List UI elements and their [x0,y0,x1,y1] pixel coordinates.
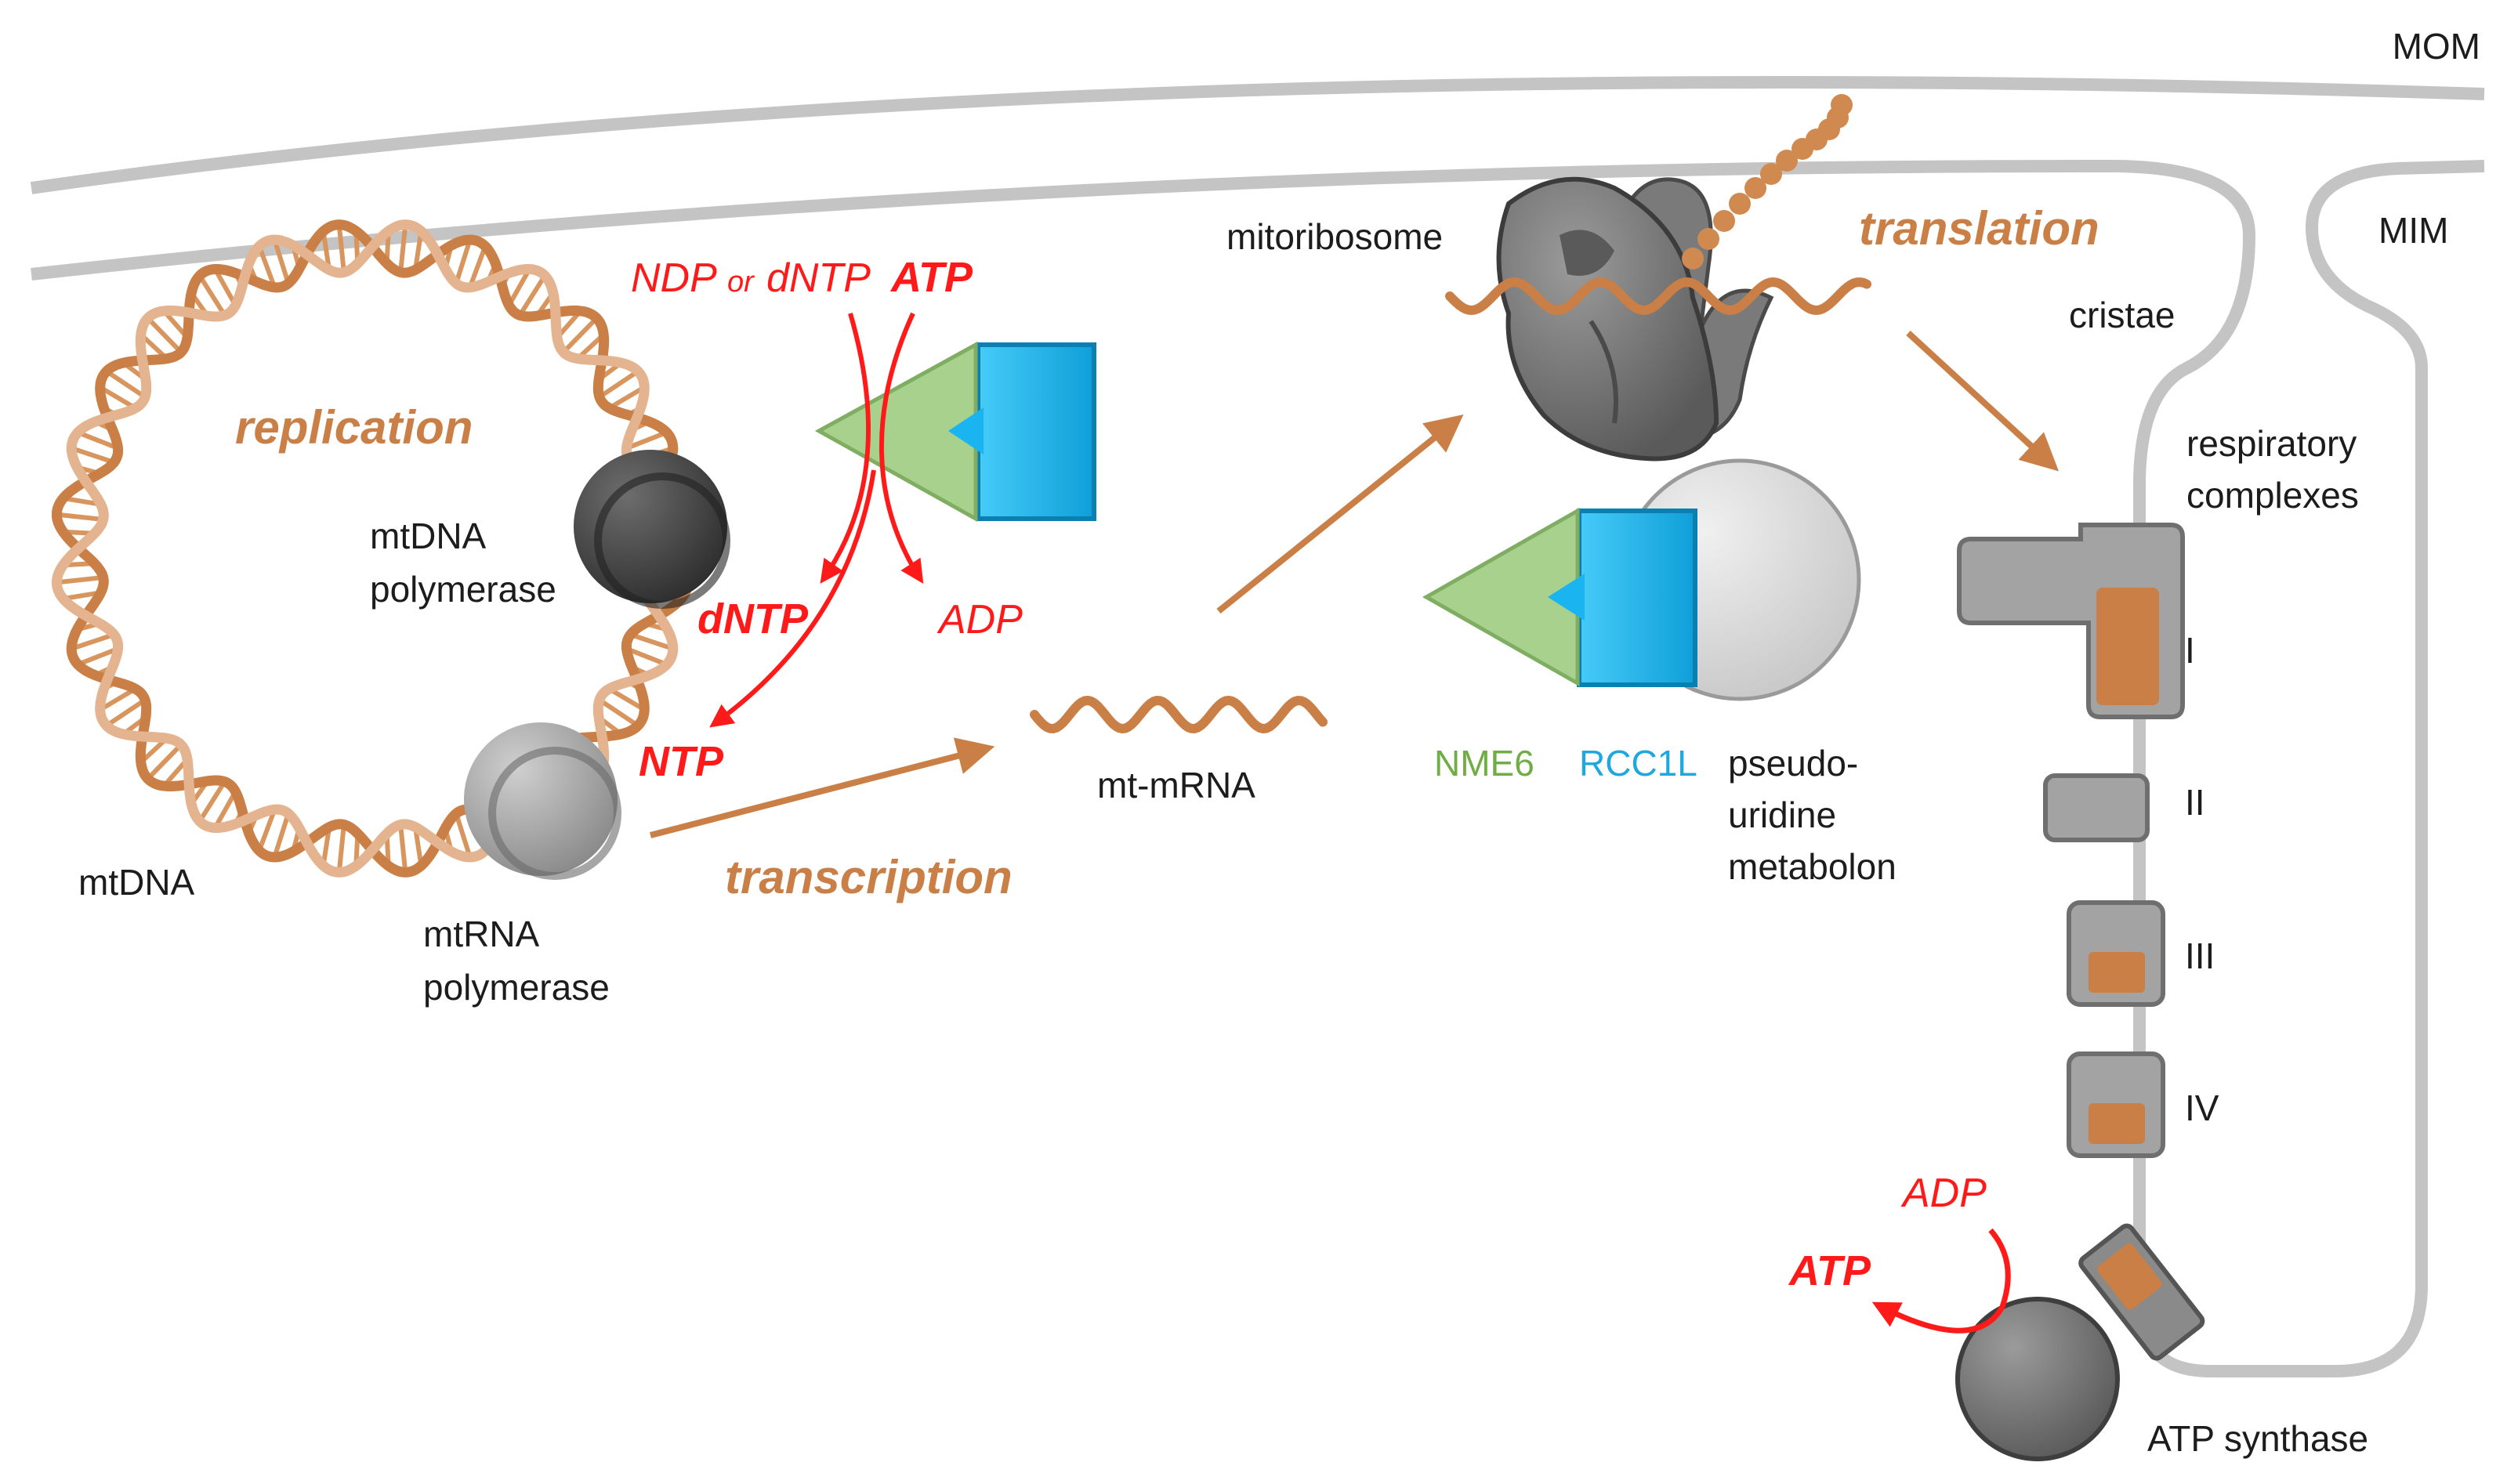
complex-I-label: I [2185,630,2195,671]
dna-rung [607,686,646,712]
dna-rung [336,824,346,873]
bead-chain-icon [1682,94,1853,270]
dna-rung [398,224,408,273]
transcription-label: transcription [725,851,1013,903]
nucleotide-reaction-arrows [709,312,924,728]
rcc1l-label: RCC1L [1579,743,1697,784]
respiratory-complexes-label-1: respiratory [2186,423,2357,464]
peptide-bead [1713,210,1735,232]
ribosome-mrna-icon [1445,277,1871,316]
dna-rung [77,430,119,451]
dna-rung [197,780,227,823]
adp-out-label: ADP [937,597,1023,642]
complex-III-icon [2067,900,2165,1007]
peptide-bead [1831,94,1853,116]
dna-rung [256,245,277,288]
dna-rung [625,430,668,451]
complex-III-label: III [2185,936,2215,976]
nme6-rcc1l-complex-upper [814,341,1096,523]
cristae-label: cristae [2069,295,2175,335]
translation-label: translation [1859,202,2099,255]
dna-rung [212,790,238,829]
dna-rung [454,239,473,284]
atp-in-label: ATP [889,254,973,301]
mitoribosome-icon [1496,176,1774,461]
mtdna-polymerase-label-2: polymerase [370,569,556,610]
complex-I-icon [1957,523,2185,719]
process-arrows [650,331,2060,838]
mtdna-polymerase-icon [574,450,730,609]
nme6-label: NME6 [1434,743,1534,784]
atp-synthase-icon [1955,1223,2205,1461]
mt-mrna-label: mt-mRNA [1097,765,1255,805]
dna-rung [197,274,227,317]
pseudouridine-label-3: metabolon [1728,846,1897,887]
mtrna-polymerase-label-1: mtRNA [423,914,540,954]
peptide-bead [1744,177,1766,199]
dna-rung [454,813,473,858]
dna-rung [598,369,639,400]
dna-rung [71,446,115,465]
dna-rung [146,316,183,354]
pseudouridine-label-2: uridine [1728,794,1836,835]
mt-mrna-icon [1030,695,1328,734]
ndp-label: NDP [631,255,717,301]
peptide-bead [1729,193,1751,215]
dna-rung [561,316,599,354]
ntp-out-label: NTP [639,738,724,785]
dna-rung [212,268,238,307]
dna-rung [105,697,147,728]
peptide-bead [1697,228,1719,250]
mtrna-polymerase-icon [464,722,621,880]
dna-rung [506,268,532,307]
dna-rung [56,512,104,522]
inner-membrane [31,159,2485,1377]
complex-IV-icon [2067,1051,2165,1158]
dna-rung [99,385,137,411]
dna-rung [272,239,291,284]
dna-rung [105,369,147,400]
mtdna-polymerase-label-1: mtDNA [370,516,487,556]
pseudouridine-label-1: pseudo- [1728,743,1858,784]
dna-rung [625,646,668,667]
complex-II-icon [2043,773,2150,842]
dna-rung [77,646,119,667]
peptide-bead [1760,163,1782,185]
dna-rung [629,632,674,651]
dna-rung [607,385,646,411]
dna-rung [598,697,639,728]
dna-rung [71,632,115,651]
complex-II-label: II [2185,782,2205,823]
dna-rung [272,813,291,858]
peptide-bead [1776,150,1798,172]
replication-label: replication [235,401,473,454]
atp-synthase-arrow [1871,1228,2011,1334]
dna-rung [99,686,137,712]
dna-rung [146,743,183,781]
dna-rung [467,245,488,288]
dna-rung [56,575,104,585]
dntp-in-label: dNTP [766,255,871,301]
peptide-bead [1682,248,1704,270]
mtrna-polymerase-label-2: polymerase [423,967,610,1008]
mitoribosome-label: mitoribosome [1226,216,1443,257]
synthase-adp-label: ADP [1900,1171,1987,1216]
mom-label: MOM [2393,26,2480,67]
or-label: or [727,266,755,299]
mtdna-label: mtDNA [78,862,195,903]
dna-rung [336,224,346,273]
dna-rung [256,809,277,852]
outer-membrane [30,76,2485,194]
complex-IV-label: IV [2185,1088,2219,1128]
dna-rung [398,824,408,873]
dntp-out-label: dNTP [697,595,809,642]
atp-synthase-label: ATP synthase [2147,1418,2368,1459]
dna-rung [517,274,547,317]
respiratory-complexes-label-2: complexes [2186,475,2359,516]
mim-label: MIM [2378,210,2448,251]
synthase-atp-label: ATP [1788,1247,1871,1294]
pseudouridine-metabolon-icon [1422,458,1861,701]
